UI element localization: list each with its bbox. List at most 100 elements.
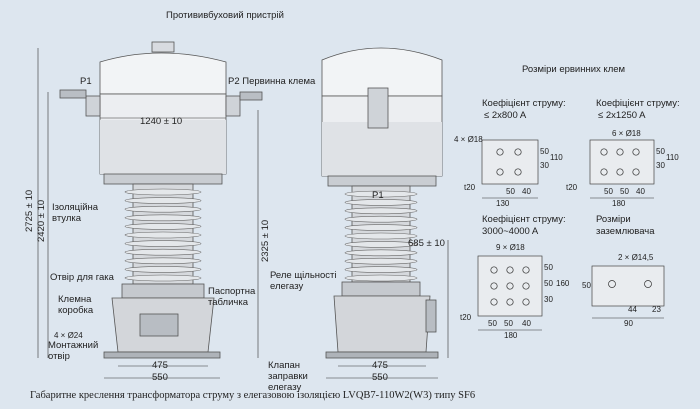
block2-dim-50c: 50 — [620, 187, 629, 196]
block2-dim-50b: 50 — [604, 187, 613, 196]
body-height-dim: 2420 ± 10 — [36, 199, 47, 242]
insulating-bushing-label: Ізоляційна втулка — [52, 202, 99, 224]
base-outer-front-dim: 550 — [152, 372, 168, 383]
block1-heading-1: Коефіцієнт струму: — [482, 98, 566, 109]
block1-dim-40: 40 — [522, 187, 531, 196]
width-dimension: 1240 ± 10 — [140, 116, 183, 127]
bolt-hole — [490, 282, 498, 290]
bushing-shed — [124, 240, 202, 247]
p1-side-label: P1 — [372, 190, 384, 201]
front-view — [37, 41, 263, 379]
bushing-shed — [344, 274, 418, 282]
p1-label: P1 — [80, 76, 92, 87]
bolt-hole — [490, 298, 498, 306]
bolt-hole — [632, 148, 640, 156]
block4-dim-44: 44 — [628, 305, 637, 314]
bushing-shed — [344, 207, 418, 215]
block3-dim-160: 160 — [556, 279, 570, 288]
block2-width: 180 — [612, 199, 626, 208]
bushing-shed — [124, 231, 202, 239]
block3-dim-30: 30 — [544, 295, 553, 304]
bolt-hole — [600, 168, 608, 176]
tightness-relay-label: Реле щільності елегазу — [270, 270, 337, 292]
bushing-shed — [124, 214, 202, 222]
bushing-shed — [344, 249, 418, 257]
block4-heading-2: заземлювача — [596, 226, 655, 237]
anti-explosion-label: Протививбуховий пристрій — [166, 10, 284, 21]
block2-dim-110: 110 — [666, 153, 679, 162]
base-height-dim: 2325 ± 10 — [260, 219, 271, 262]
p2-primary-terminal-label: P2 Первинна клема — [228, 76, 316, 87]
block4-width: 90 — [624, 319, 633, 328]
block1-holes: 4 × Ø18 — [454, 135, 483, 144]
block3-dim-50d: 50 — [504, 319, 513, 328]
bushing-shed — [124, 205, 202, 213]
bolt-hole — [632, 168, 640, 176]
base-outer-side-dim: 550 — [372, 372, 388, 383]
bushing-shed — [344, 266, 418, 273]
block4-holes: 2 × Ø14,5 — [618, 253, 654, 262]
bolt-hole — [496, 168, 504, 176]
bushing-shed — [344, 190, 418, 198]
block4-heading-1: Розміри — [596, 214, 631, 225]
block3-dim-40: 40 — [522, 319, 531, 328]
block3-dim-50a: 50 — [544, 263, 553, 272]
bolt-hole — [616, 168, 624, 176]
bushing-shed — [124, 274, 202, 282]
block1-dim-30: 30 — [540, 161, 549, 170]
bushing-shed — [124, 248, 202, 256]
bushing-shed — [344, 199, 418, 206]
bolt-hole — [522, 282, 530, 290]
bolt-hole — [506, 282, 514, 290]
terminal-box-label: Клемна коробка — [58, 294, 94, 316]
bolt-hole — [506, 266, 514, 274]
block3-heading-1: Коефіцієнт струму: — [482, 214, 566, 225]
block1-heading-2: ≤ 2x800 A — [484, 110, 527, 121]
block3-heading-2: 3000~4000 A — [482, 226, 539, 237]
block3-thickness: t20 — [460, 313, 472, 322]
bushing-shed — [344, 241, 418, 248]
bushing-shed — [344, 215, 418, 223]
bushing-sheds-side — [344, 190, 418, 282]
side-offset-dim: 685 ± 10 — [408, 238, 445, 249]
block2-thickness: t20 — [566, 183, 578, 192]
mounting-hole-count: 4 × Ø24 — [54, 331, 83, 340]
block3-dim-50c: 50 — [488, 319, 497, 328]
block1-dim-50: 50 — [540, 147, 549, 156]
bushing-sheds — [124, 188, 202, 282]
bolt-hole — [514, 148, 522, 156]
block2-dim-30: 30 — [656, 161, 665, 170]
bolt-hole — [496, 148, 504, 156]
bolt-hole — [514, 168, 522, 176]
gas-valve-label: Клапан заправки елегазу — [268, 360, 308, 393]
block2-dim-50: 50 — [656, 147, 665, 156]
block2-holes: 6 × Ø18 — [612, 129, 641, 138]
bolt-hole — [506, 298, 514, 306]
passport-plate-label: Паспортна табличка — [208, 286, 256, 308]
bolt-hole — [522, 266, 530, 274]
block1-dim-50b: 50 — [506, 187, 515, 196]
bushing-shed — [344, 232, 418, 240]
figure-caption: Габаритне креслення трансформатора струм… — [30, 390, 476, 401]
base-inner-side-dim: 475 — [372, 360, 388, 371]
block1-dim-110: 110 — [550, 153, 563, 162]
block4-dim-23: 23 — [652, 305, 661, 314]
side-view — [321, 47, 449, 379]
bushing-shed — [124, 197, 202, 204]
bolt-hole — [600, 148, 608, 156]
bolt-hole — [616, 148, 624, 156]
block3-dim-50b: 50 — [544, 279, 553, 288]
bushing-shed — [124, 223, 202, 230]
block2-heading-1: Коефіцієнт струму: — [596, 98, 680, 109]
block2-dim-40: 40 — [636, 187, 645, 196]
terminal-plates — [477, 139, 665, 331]
block3-width: 180 — [504, 331, 518, 340]
base-inner-front-dim: 475 — [152, 360, 168, 371]
bushing-shed — [124, 188, 202, 196]
block3-holes: 9 × Ø18 — [496, 243, 525, 252]
block2-heading-2: ≤ 2x1250 A — [598, 110, 646, 121]
bolt-hole — [522, 298, 530, 306]
block1-width: 130 — [496, 199, 510, 208]
